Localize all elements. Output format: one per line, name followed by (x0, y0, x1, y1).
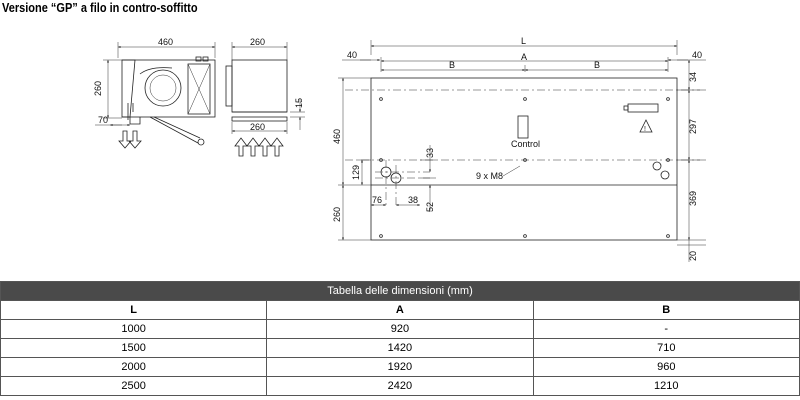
table-cell: 1920 (266, 357, 534, 377)
side-view: 460 260 70 (93, 37, 216, 149)
dim-inner-38-label: 38 (408, 195, 418, 205)
table-cell: 1210 (532, 376, 800, 396)
front-gap-label: 15 (294, 98, 304, 108)
warning-icon (639, 119, 653, 133)
front-width-bottom-label: 260 (250, 122, 265, 132)
front-view: 260 15 260 (225, 37, 305, 157)
front-width-top-label: 260 (250, 37, 265, 47)
dim-right-20-label: 20 (688, 251, 698, 261)
side-width-label: 460 (158, 37, 173, 47)
dim-right-margin-label: 40 (692, 50, 702, 60)
technical-drawing: 460 260 70 (93, 36, 706, 262)
table-header-L: L (0, 300, 268, 320)
table-caption-row: Tabella delle dimensioni (mm) (0, 281, 800, 301)
control-box (517, 115, 529, 139)
dim-B-right-label: B (594, 60, 600, 70)
dim-right-34-label: 34 (688, 72, 698, 82)
dim-right-369-label: 369 (688, 191, 698, 206)
dim-left-260-label: 260 (332, 207, 342, 222)
dim-left-margin-label: 40 (347, 50, 357, 60)
dim-A-label: A (521, 52, 527, 62)
side-offset-label: 70 (98, 115, 108, 125)
table-cell: 1000 (0, 319, 268, 339)
table-cell: 1420 (266, 338, 534, 358)
airflow-up-arrows (234, 137, 284, 157)
table-cell: 960 (532, 357, 800, 377)
table-cell: 920 (266, 319, 534, 339)
table-header-row: L A B (0, 300, 800, 320)
table-row: 2000 1920 960 (0, 357, 800, 377)
table-header-B: B (532, 300, 800, 320)
side-height-label: 260 (93, 81, 103, 96)
table-cell: 2500 (0, 376, 268, 396)
dim-inner-76-label: 76 (372, 195, 382, 205)
airflow-down-arrows (118, 130, 142, 149)
plan-view: L 40 40 A B B (332, 36, 706, 262)
table-header-A: A (266, 300, 534, 320)
dim-left-460-label: 460 (332, 129, 342, 144)
dim-inner-33-label: 33 (425, 148, 435, 158)
svg-text:!: ! (644, 126, 646, 133)
dim-inner-52-label: 52 (425, 202, 435, 212)
page-title: Versione “GP” a filo in contro-soffitto (2, 1, 198, 15)
dimensions-table: Tabella delle dimensioni (mm) L A B 1000… (0, 281, 800, 396)
dim-B-left-label: B (449, 60, 455, 70)
table-cell: - (532, 319, 800, 339)
dim-right-297-label: 297 (688, 119, 698, 134)
table-cell: 1500 (0, 338, 268, 358)
dim-left-129-label: 129 (351, 165, 361, 180)
table-cell: 2000 (0, 357, 268, 377)
control-label: Control (511, 139, 540, 149)
screw-holes (379, 97, 670, 238)
table-row: 1500 1420 710 (0, 338, 800, 358)
screws-label: 9 x M8 (476, 171, 503, 181)
table-caption: Tabella delle dimensioni (mm) (0, 281, 800, 301)
table-row: 1000 920 - (0, 319, 800, 339)
table-cell: 710 (532, 338, 800, 358)
dim-L-label: L (521, 36, 526, 46)
table-cell: 2420 (266, 376, 534, 396)
table-row: 2500 2420 1210 (0, 376, 800, 396)
